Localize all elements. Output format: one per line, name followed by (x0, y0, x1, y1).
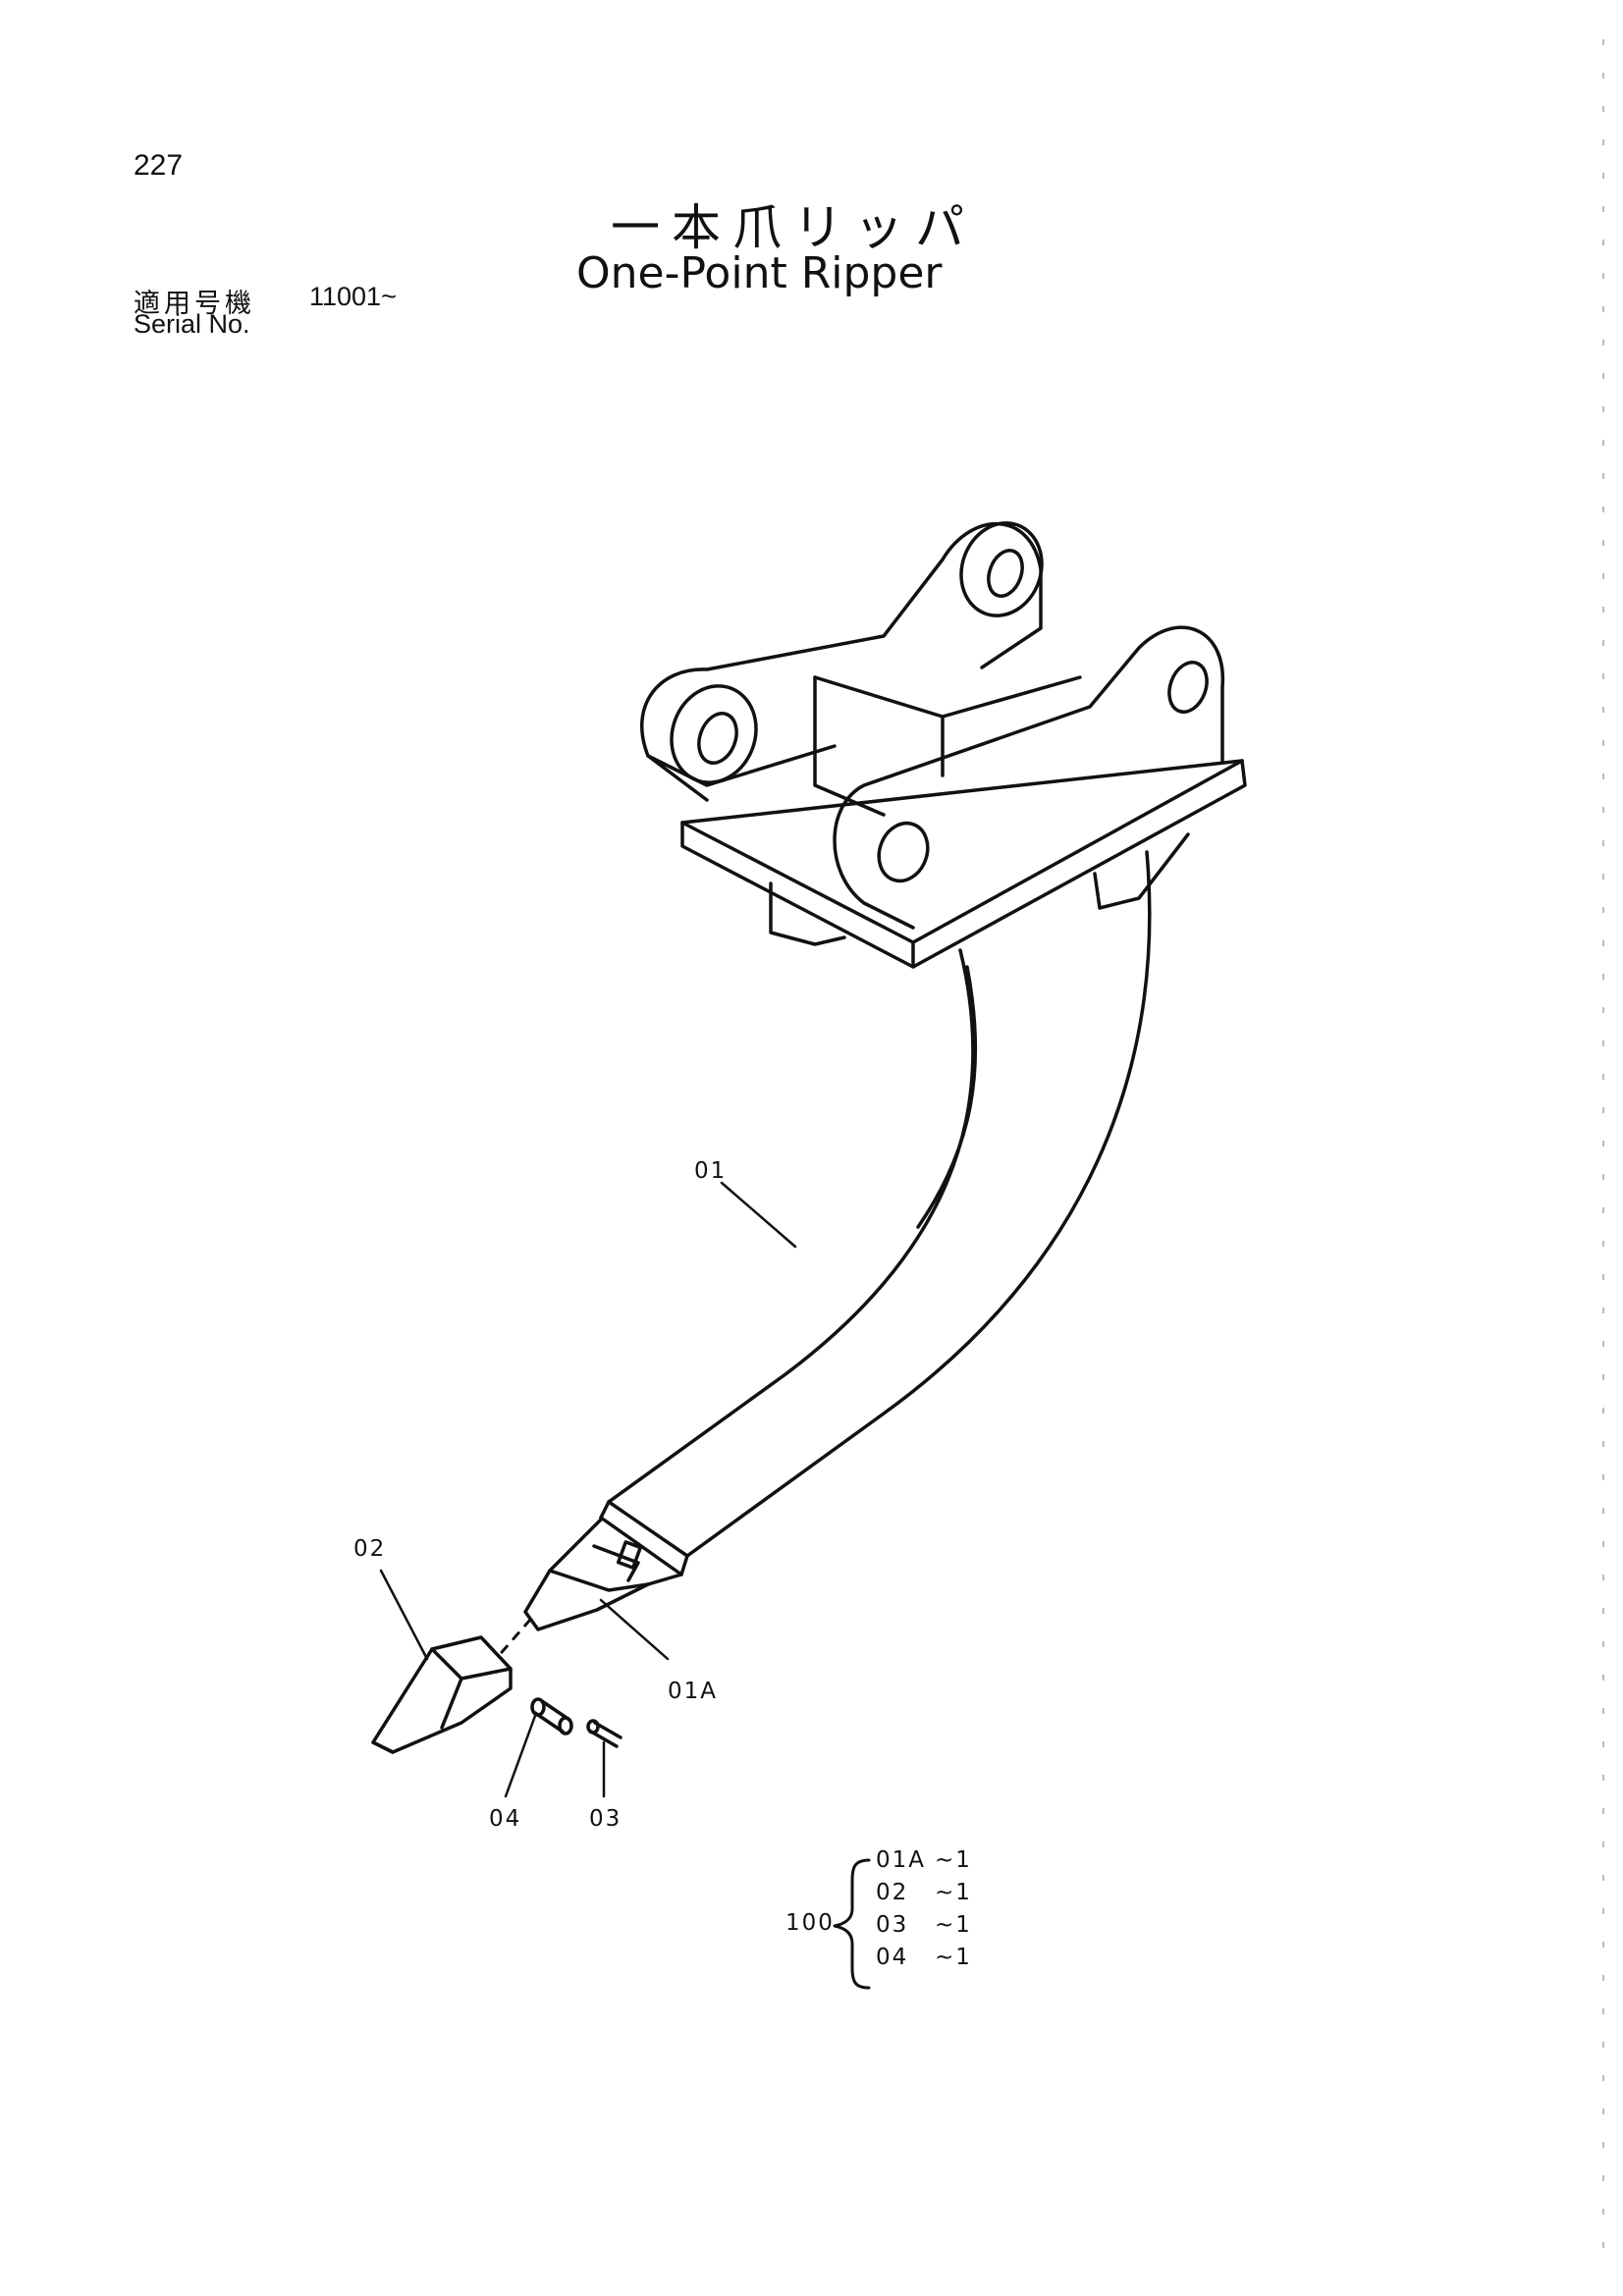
kit-item-part: 04 (876, 1945, 909, 1970)
kit-number: 100 (785, 1910, 835, 1936)
assembly-centerline (494, 1618, 532, 1661)
title-japanese: 一本爪リッパ (611, 199, 976, 256)
kit-item-part: 03 (876, 1912, 909, 1938)
tooth-02 (371, 1635, 513, 1754)
kit-item: 04 ~1 (876, 1945, 994, 1977)
leader-01 (720, 1181, 797, 1249)
kit-item-qty: ~1 (935, 1847, 972, 1873)
adapter-01a (523, 1518, 683, 1631)
leader-04 (504, 1714, 537, 1798)
page-number: 227 (134, 149, 184, 182)
serial-range: 11001~ (309, 282, 397, 311)
kit-item-qty: ~1 (935, 1880, 972, 1905)
title-english: One-Point Ripper (576, 248, 943, 298)
kit-item-qty: ~1 (935, 1912, 972, 1938)
kit-item-part: 01A (876, 1847, 927, 1873)
kit-item-list: 01A ~1 02 ~1 03 ~1 04 ~1 (876, 1847, 994, 1977)
serial-label-japanese: 適用号機 (134, 289, 255, 319)
callout-02: 02 (353, 1536, 387, 1562)
leader-01a (599, 1598, 670, 1661)
kit-item: 02 ~1 (876, 1880, 994, 1912)
kit-item-part: 02 (876, 1880, 909, 1905)
leader-02 (379, 1569, 429, 1661)
callout-01: 01 (694, 1158, 728, 1184)
kit-brace (833, 1858, 871, 1990)
leader-lines (379, 1181, 797, 1798)
pin-04 (530, 1697, 573, 1735)
kit-item-qty: ~1 (935, 1945, 972, 1970)
callout-03: 03 (589, 1806, 622, 1832)
lock-03 (586, 1719, 622, 1748)
ripper-shank (599, 850, 1152, 1576)
scan-edge-marks (1602, 39, 1604, 2248)
ripper-bracket (640, 521, 1247, 969)
callout-01a: 01A (668, 1679, 719, 1704)
kit-item: 03 ~1 (876, 1912, 994, 1945)
serial-label-english: Serial No. (134, 309, 250, 339)
callout-04: 04 (489, 1806, 522, 1832)
kit-item: 01A ~1 (876, 1847, 994, 1880)
